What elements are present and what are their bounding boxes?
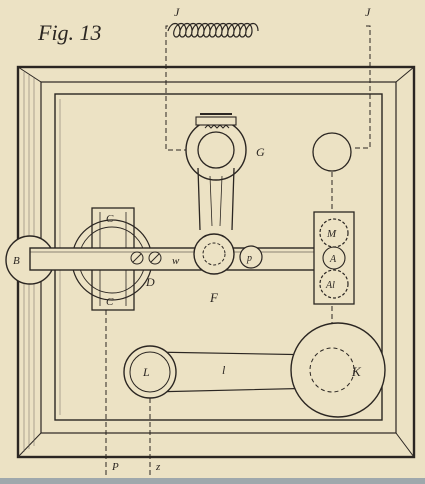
label-j-right: J [365, 5, 371, 19]
label-d: D [145, 275, 155, 289]
label-l-lower: l [222, 363, 226, 377]
coil-spring-j [167, 22, 259, 38]
screw-left-slot [132, 253, 142, 263]
knob-p [239, 245, 263, 269]
label-c-bottom: C [106, 296, 114, 308]
label-p: p [246, 253, 252, 264]
label-b: B [13, 255, 20, 267]
label-k: K [351, 364, 362, 379]
label-a: A [329, 254, 337, 265]
label-j-left: J [174, 5, 180, 19]
screw-right-slot [150, 253, 160, 263]
label-w: w [172, 255, 180, 267]
clamp-g [185, 113, 247, 181]
arm-slot [209, 175, 223, 227]
label-l-upper: L [142, 365, 150, 379]
pivot-f [193, 233, 235, 275]
label-m: M [326, 228, 337, 240]
label-f: F [209, 290, 219, 305]
lever-l-k [123, 322, 386, 418]
bottom-edge-strip [0, 478, 425, 484]
label-g: G [256, 145, 265, 159]
label-p-wire: P [111, 461, 119, 473]
label-z-wire: z [155, 461, 161, 473]
pivot-f-inner [202, 242, 226, 266]
round-contact-top [312, 132, 352, 172]
contact-stack [313, 211, 355, 305]
figure-title: Fig. 13 [37, 20, 102, 45]
label-al: Al [325, 280, 335, 291]
label-c-top: C [106, 213, 114, 225]
main-lever [29, 247, 331, 271]
dashed-wires-p-z [105, 310, 151, 478]
arm-g-f [197, 167, 235, 231]
